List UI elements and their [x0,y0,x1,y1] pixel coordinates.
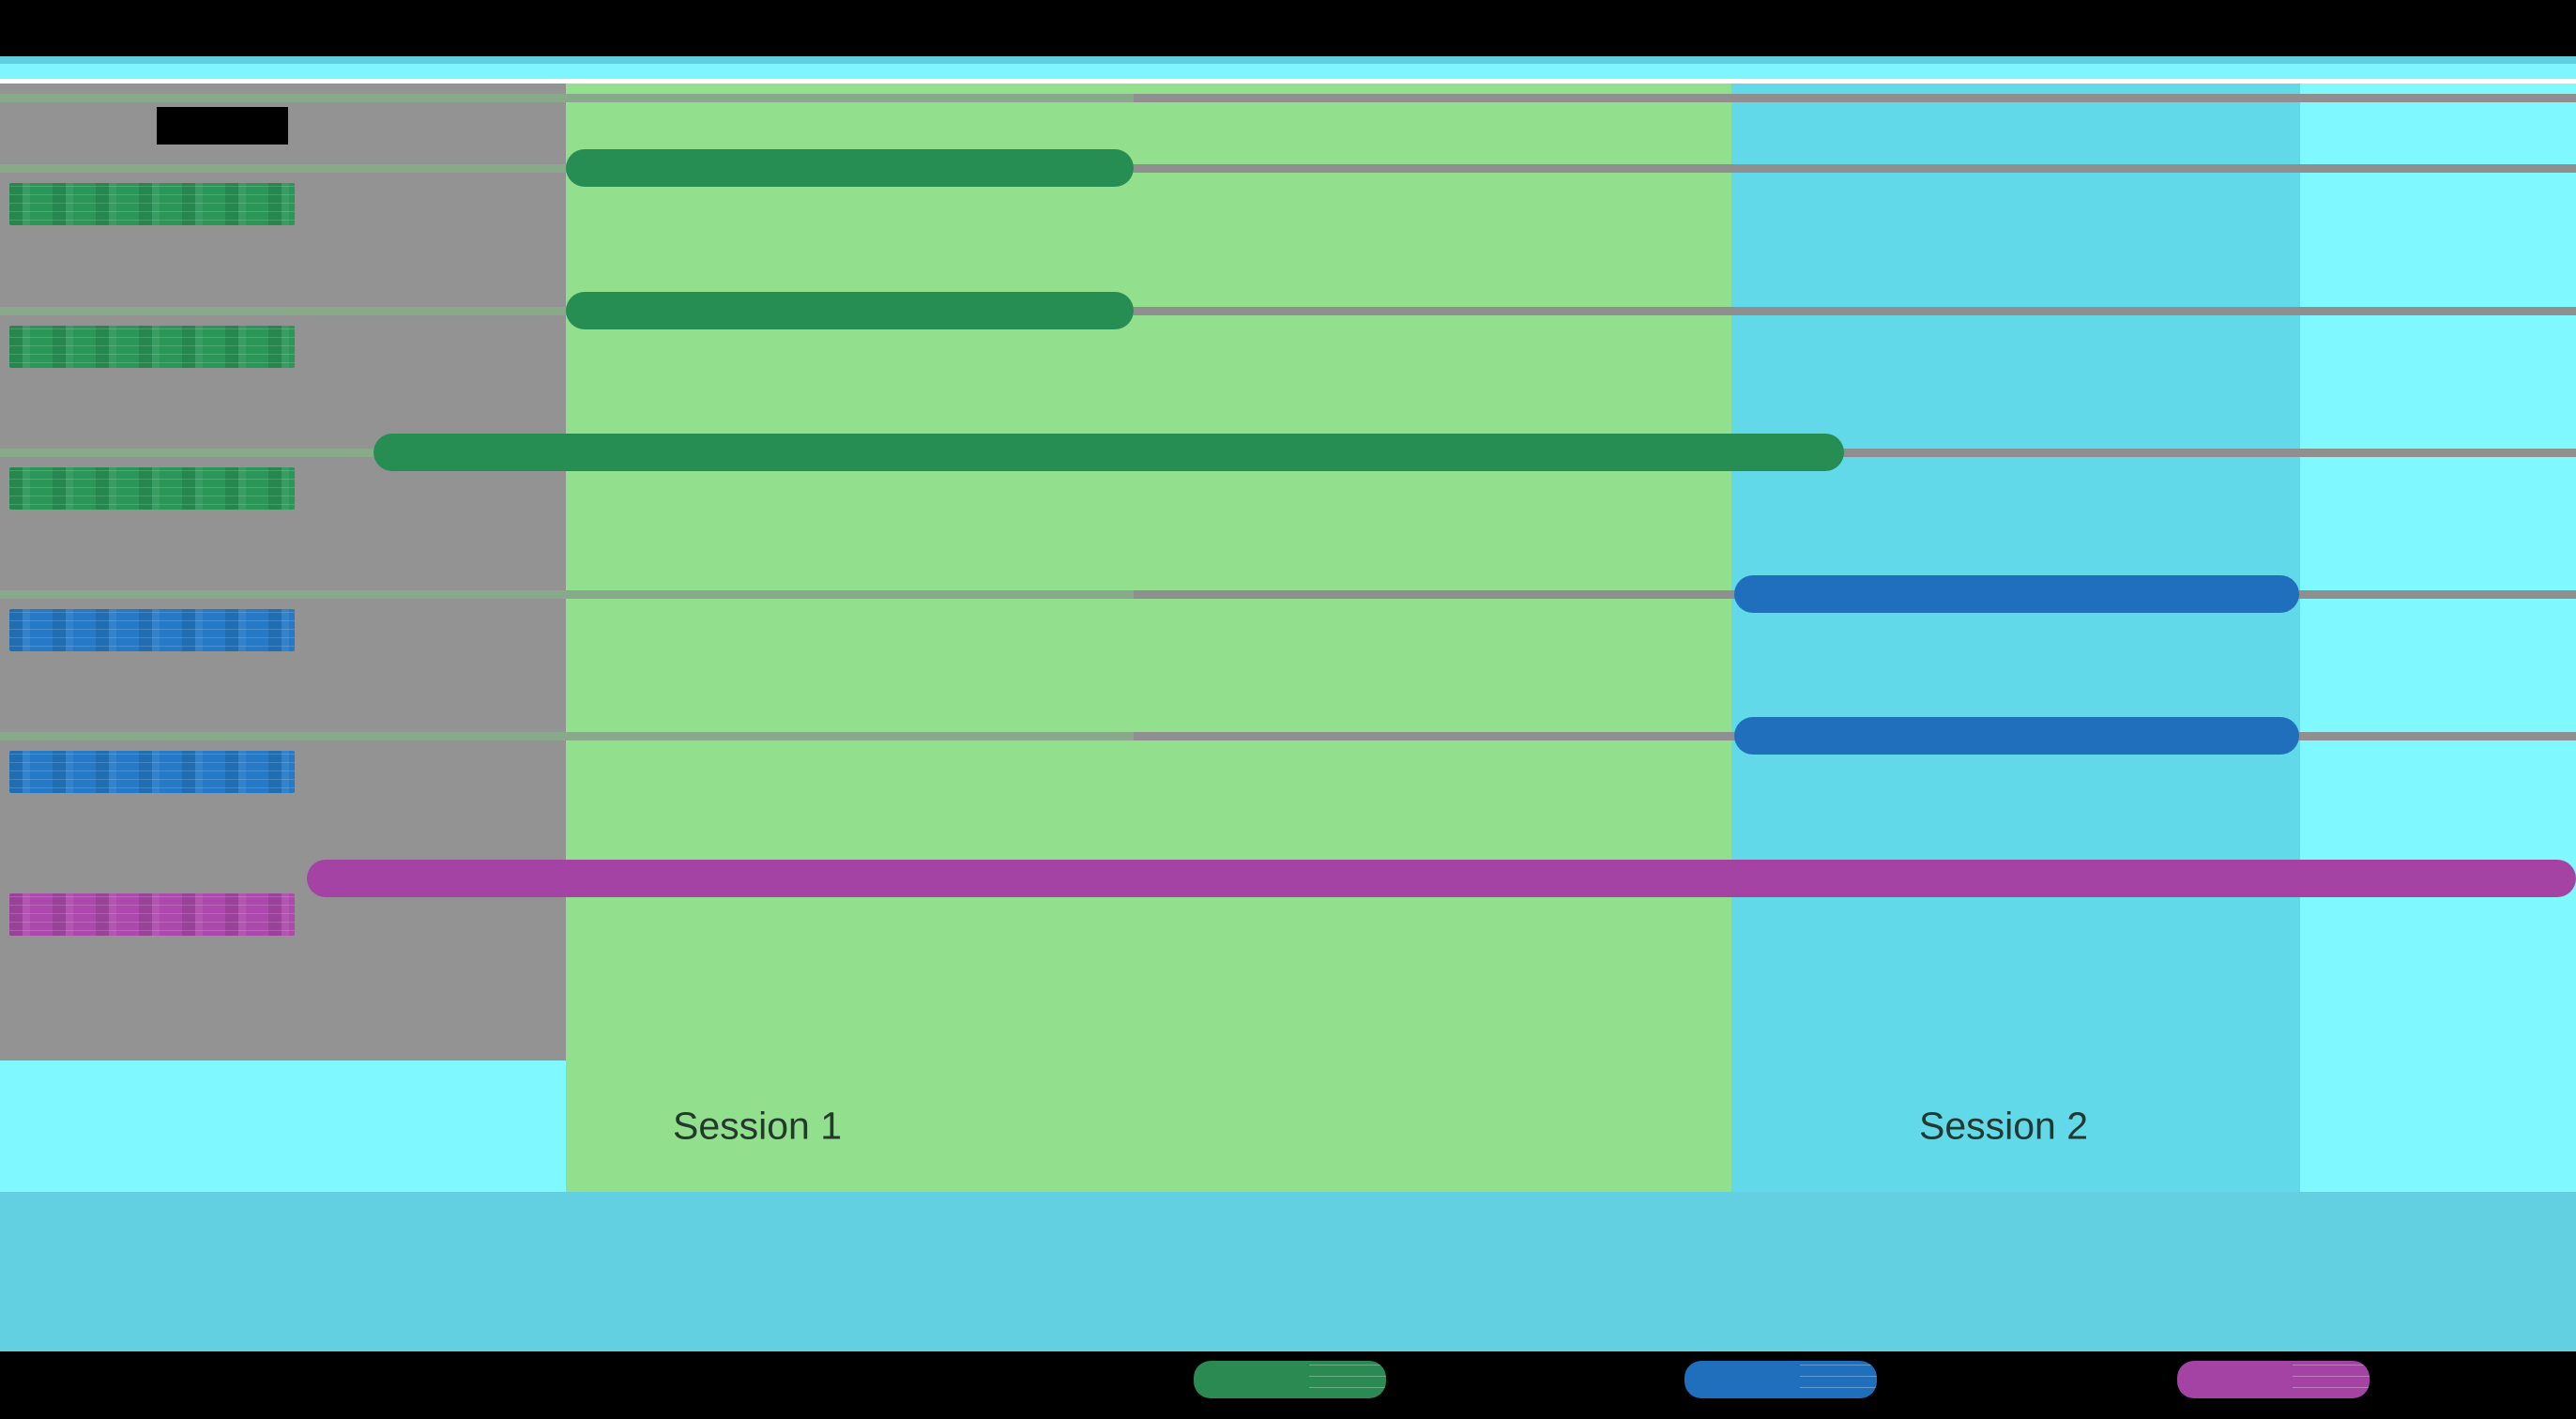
top-white-divider [0,79,2576,84]
chart-row [0,84,2576,168]
session-axis-band-3 [2300,1060,2576,1192]
session-band-3 [2300,84,2576,1060]
chart-row [0,524,2576,664]
chart-plot-area: DataSet A1 DataSet A2 DataSet A3 DataSet… [0,84,2576,1060]
row-track-right [1134,307,2576,315]
gantt-bar-dataset-a3[interactable] [373,434,1844,471]
legend-item-group-b[interactable]: Group B [1684,1359,1877,1400]
row-label-dataset-a1[interactable]: DataSet A1 [9,183,295,225]
row-track-left [0,590,1134,599]
session-2-label: Session 2 [1919,1104,2089,1148]
legend-swatch-magenta [2177,1361,2370,1398]
top-black-bar [0,0,2576,56]
gantt-bar-dataset-b1[interactable] [1734,575,2299,613]
legend-item-group-a[interactable]: Group A [1194,1359,1386,1400]
legend-swatch-green [1194,1361,1386,1398]
session-axis-strip: Session 1 Session 2 [0,1060,2576,1192]
session-axis-band-2: Session 2 [1731,1060,2300,1192]
row-track-left [0,94,1134,102]
row-track-right [1134,94,2576,102]
legend-swatch-blue [1684,1361,1877,1398]
gantt-bar-dataset-b2[interactable] [1734,717,2299,755]
chart-row [0,382,2576,523]
chart-row [0,98,2576,238]
session-1-label: Session 1 [673,1104,843,1148]
chart-row [0,240,2576,381]
row-label-dataset-a3[interactable]: DataSet A3 [9,467,295,510]
chart-legend: Group A Group B Group C [0,1359,2576,1408]
session-band-1 [566,84,1731,1060]
row-track-right [1134,164,2576,173]
row-label-dataset-c1[interactable]: DataSet C1 [9,893,295,936]
gantt-bar-dataset-a2[interactable] [566,292,1134,329]
row-label-dataset-b2[interactable]: DataSet B2 [9,751,295,793]
top-cyan-bright-strip [0,64,2576,79]
legend-item-group-c[interactable]: Group C [2177,1359,2370,1400]
top-cyan-strip [0,56,2576,64]
chart-row [0,665,2576,806]
bottom-teal-bar [0,1192,2576,1351]
gantt-bar-dataset-c1[interactable] [307,860,2576,897]
chart-row [0,808,2576,949]
row-label-dataset-b1[interactable]: DataSet B1 [9,609,295,651]
chart-title-redacted [157,107,288,145]
gantt-bar-dataset-a1[interactable] [566,149,1134,187]
session-band-2 [1731,84,2300,1060]
session-axis-band-1: Session 1 [566,1060,1731,1192]
row-track-left [0,732,1134,740]
row-track-right [1134,449,2576,457]
row-label-dataset-a2[interactable]: DataSet A2 [9,326,295,368]
